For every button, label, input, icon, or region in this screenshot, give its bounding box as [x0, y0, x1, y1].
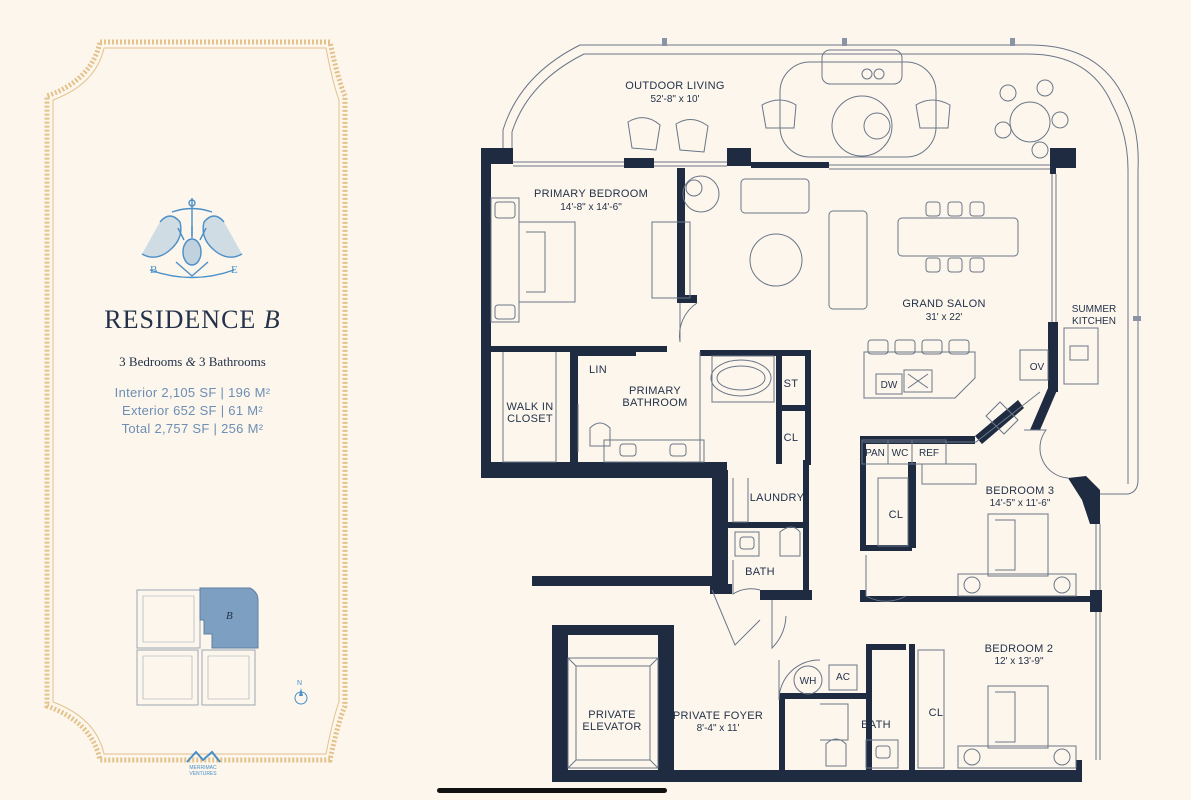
- primary-closet-label: CL: [784, 432, 799, 444]
- living-furniture: [740, 178, 1099, 485]
- water-heater-label: WH: [800, 676, 817, 687]
- grand-salon-label: GRAND SALON: [902, 298, 985, 310]
- ac-label: AC: [836, 672, 850, 683]
- bathrooms-count: 3 Bathrooms: [199, 354, 266, 369]
- bedroom3-dims: 14'-5" x 11'-6": [990, 498, 1051, 509]
- laundry-label: LAUNDRY: [750, 492, 805, 504]
- primary-bedroom-dims: 14'-8" x 14'-6": [560, 202, 622, 213]
- walls: [481, 148, 1102, 782]
- grand-salon-dims: 31' x 22': [926, 312, 963, 323]
- bed-bath-summary: 3 Bedrooms & 3 Bathrooms: [0, 354, 385, 370]
- pantry-label: PAN: [865, 448, 885, 459]
- primary-bathroom-label-1: PRIMARY: [629, 385, 681, 397]
- bedroom2-closet-label: CL: [929, 707, 944, 719]
- railing-posts: [662, 38, 1141, 321]
- wine-cooler-label: WC: [892, 448, 909, 459]
- storage-label: ST: [784, 378, 799, 390]
- bedroom3-label: BEDROOM 3: [986, 485, 1055, 497]
- windows: [513, 161, 1101, 760]
- refrigerator-label: REF: [919, 448, 939, 459]
- private-foyer-label: PRIVATE FOYER: [673, 710, 763, 722]
- private-foyer-dims: 8'-4" x 11': [697, 723, 740, 734]
- exterior-area: Exterior 652 SF | 61 M²: [121, 403, 264, 418]
- primary-bedroom-label: PRIMARY BEDROOM: [534, 188, 648, 200]
- private-elevator-label-1: PRIVATE: [588, 709, 636, 721]
- bedroom-furniture: [877, 477, 1077, 769]
- total-area: Total 2,757 SF | 256 M²: [121, 421, 264, 436]
- private-elevator-label-2: ELEVATOR: [582, 721, 641, 733]
- home-indicator[interactable]: [437, 788, 667, 793]
- bedroom2-dims: 12' x 13'-9": [994, 656, 1044, 667]
- logo-line1: MERRIMAC: [189, 765, 217, 771]
- residence-title: RESIDENCE B: [0, 305, 385, 335]
- hall-bath-label: BATH: [745, 566, 775, 578]
- key-plan-letter: B: [226, 610, 233, 622]
- ampersand: &: [185, 354, 196, 369]
- bedroom2-label: BEDROOM 2: [985, 643, 1054, 655]
- door-swings: [577, 302, 1069, 701]
- lin-label: LIN: [589, 364, 607, 376]
- bedroom2-bath-label: BATH: [861, 719, 891, 731]
- logo-line2: VENTURES: [189, 771, 217, 777]
- room-labels: OUTDOOR LIVING 52'-8" x 10' PRIMARY BEDR…: [507, 80, 1117, 734]
- primary-bathroom-label-2: BATHROOM: [622, 397, 687, 409]
- outdoor-furniture: [627, 49, 1069, 159]
- bath-fixtures: [711, 478, 899, 769]
- key-plan: [136, 589, 256, 706]
- primary-bedroom-furniture: [490, 175, 720, 323]
- outdoor-living-dims: 52'-8" x 10': [650, 94, 699, 105]
- residence-title-main: RESIDENCE: [104, 305, 264, 334]
- walk-in-closet-label-1: WALK IN: [507, 401, 554, 413]
- bedrooms-count: 3 Bedrooms: [119, 354, 183, 369]
- walk-in-closet-label-2: CLOSET: [507, 413, 553, 425]
- oven-label: OV: [1030, 362, 1045, 373]
- crest-letter-e: E: [231, 264, 238, 276]
- decorative-border: [44, 39, 348, 763]
- dishwasher-label: DW: [881, 380, 898, 391]
- compass-icon: [294, 688, 308, 705]
- crest-letter-b: B: [150, 264, 157, 276]
- crest-logo: [141, 198, 243, 279]
- interior-area: Interior 2,105 SF | 196 M²: [114, 385, 271, 400]
- developer-logo: MERRIMAC VENTURES: [186, 750, 221, 777]
- bedroom3-closet-label: CL: [889, 509, 904, 521]
- compass-label: N: [297, 680, 302, 687]
- balcony-railing: [502, 44, 1139, 495]
- summer-kitchen-label-2: KITCHEN: [1072, 316, 1116, 327]
- outdoor-living-label: OUTDOOR LIVING: [625, 80, 725, 92]
- key-plan-residence-b: [199, 587, 259, 649]
- elevator-shaft: [567, 657, 659, 769]
- primary-bath-fixtures: [502, 352, 775, 463]
- residence-title-letter: B: [263, 305, 281, 334]
- summer-kitchen-label-1: SUMMER: [1072, 304, 1116, 315]
